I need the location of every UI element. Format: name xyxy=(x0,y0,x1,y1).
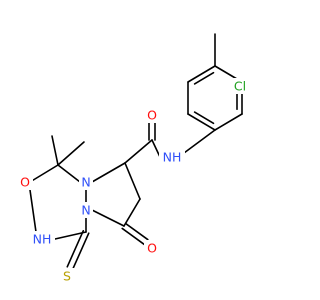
cme2-co xyxy=(29,164,59,183)
nh-carbonyl-bond xyxy=(151,139,161,158)
atom-sulfur: S xyxy=(59,268,75,284)
benzene-bond-5 xyxy=(187,65,216,83)
aryl-nh-bond xyxy=(183,129,216,154)
ring-n-upper-label: N xyxy=(81,175,90,190)
carbonyl-ring-bond xyxy=(124,139,153,164)
oxygen-lactam-label: O xyxy=(147,241,157,256)
atom-ring-n-lower: N xyxy=(79,202,93,218)
sulfur-label: S xyxy=(63,269,71,284)
methyl-2 xyxy=(57,141,85,166)
ring-c-n-upper xyxy=(91,162,126,183)
n-upper-cme2 xyxy=(57,164,81,183)
atom-oxygen-left: O xyxy=(17,174,33,190)
benzene-inner-5 xyxy=(193,71,215,85)
amide-nh-label: NH xyxy=(163,150,182,165)
ring-co-n-lower xyxy=(91,209,125,227)
ring-c-ch2 xyxy=(124,162,141,200)
lactam-carbonyl-double-a xyxy=(121,227,146,246)
atom-amide-nh: NH xyxy=(159,149,185,165)
co-nh xyxy=(29,189,37,233)
atom-oxygen-lactam: O xyxy=(144,240,160,256)
ring-n-lower-label: N xyxy=(81,203,90,218)
thione-double-b xyxy=(71,232,90,271)
molecule-canvas: Cl NH O N N O xyxy=(17,33,251,284)
benzene-bond-2 xyxy=(214,113,243,131)
atom-chlorine: Cl xyxy=(229,78,251,94)
benzene-bond-3 xyxy=(187,113,216,131)
atom-ring-n-upper: N xyxy=(79,174,93,190)
atom-label-layer: Cl NH O N N O xyxy=(17,78,251,284)
molecule-structure: Cl NH O N N O xyxy=(17,33,251,284)
atom-ring-nh: NH xyxy=(29,231,55,247)
ring-ch2-co xyxy=(123,198,141,227)
oxygen-left-label: O xyxy=(20,175,30,190)
thione-double-a xyxy=(66,229,85,268)
benzene-inner-3 xyxy=(193,111,215,125)
ring-nh-label: NH xyxy=(33,232,52,247)
atom-oxygen-amide: O xyxy=(144,107,160,123)
lactam-carbonyl-double-b xyxy=(124,222,149,241)
bond-layer xyxy=(29,33,243,271)
methyl-1 xyxy=(51,135,59,166)
cs-nh xyxy=(54,231,87,240)
oxygen-amide-label: O xyxy=(147,108,157,123)
chlorine-label: Cl xyxy=(234,79,246,94)
